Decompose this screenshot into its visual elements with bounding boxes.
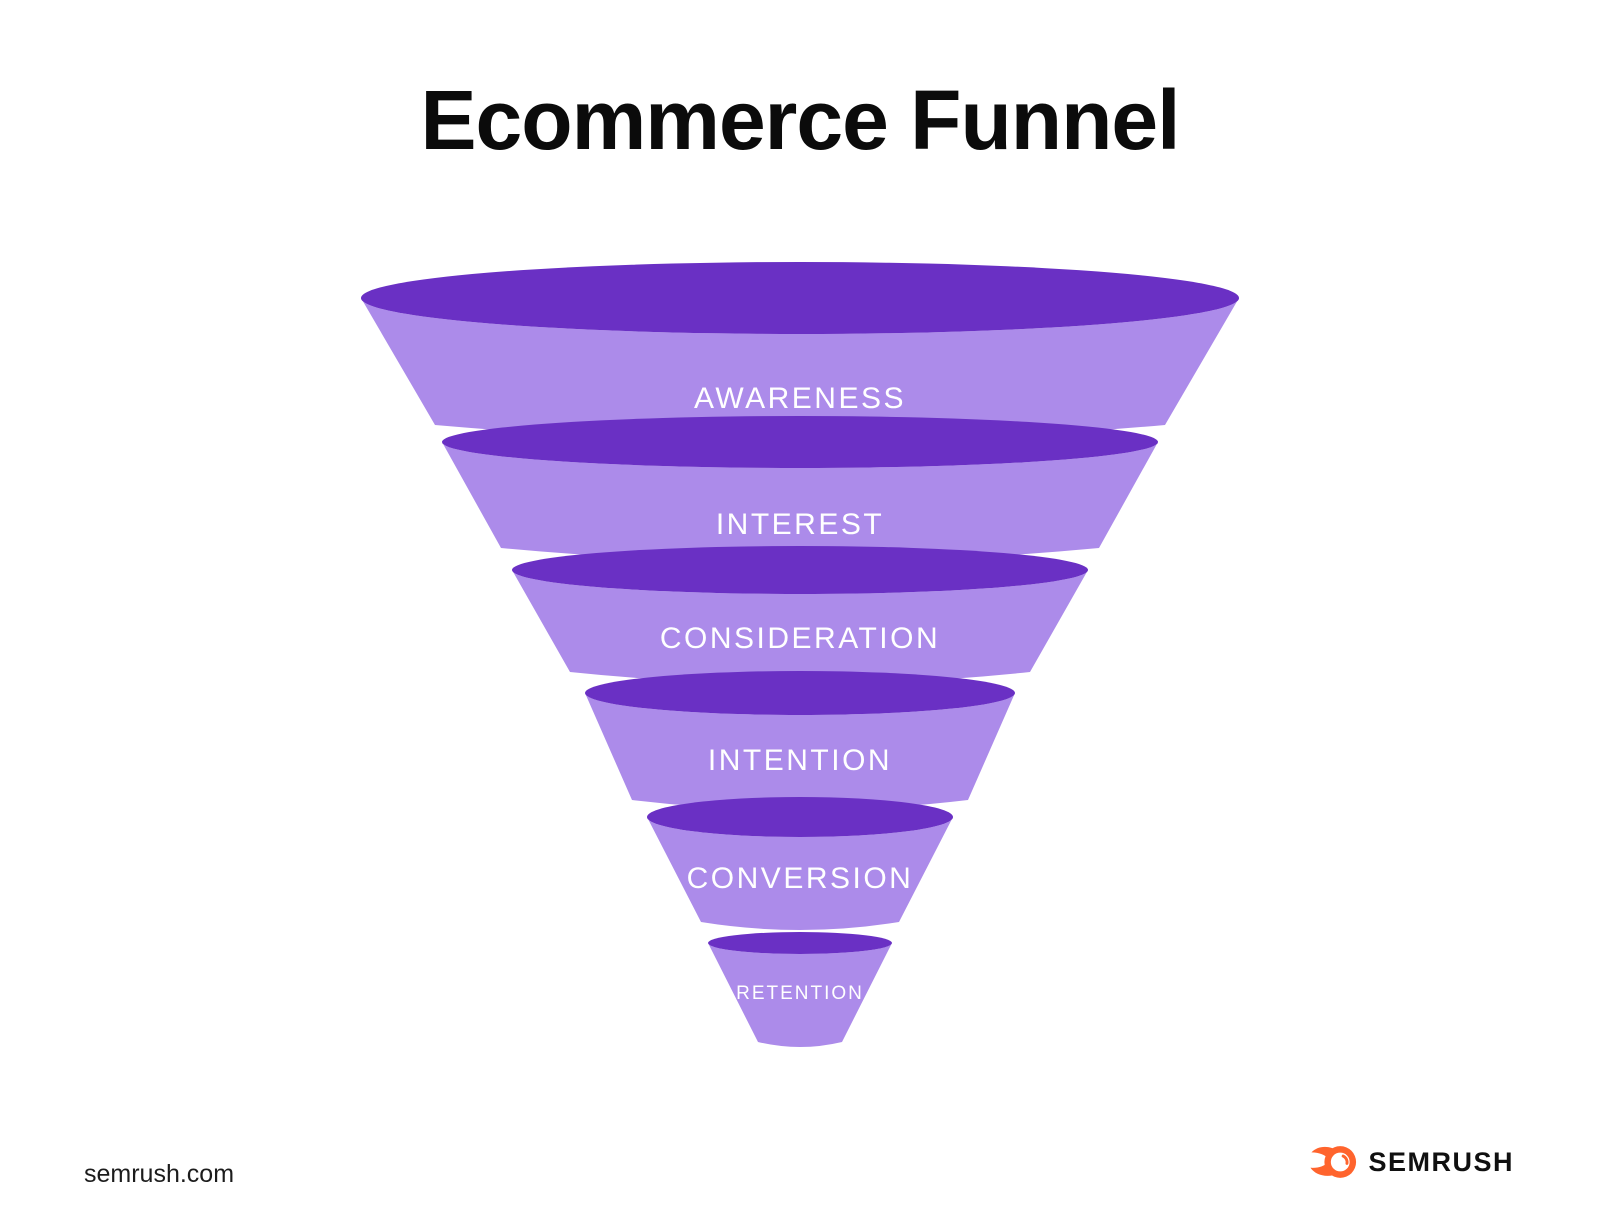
funnel-stage-awareness: AWARENESS	[361, 262, 1239, 441]
funnel-stage-awareness-body	[361, 298, 1239, 441]
funnel-stage-consideration: CONSIDERATION	[512, 546, 1088, 684]
funnel-stage-conversion-body	[647, 817, 953, 930]
funnel-stage-awareness-rim	[361, 262, 1239, 334]
funnel-stage-intention: INTENTION	[585, 671, 1015, 810]
funnel-stage-consideration-label: CONSIDERATION	[660, 622, 940, 655]
funnel-stage-intention-rim	[585, 671, 1015, 715]
funnel-stage-retention-label: RETENTION	[736, 983, 864, 1004]
funnel-stage-consideration-body	[512, 570, 1088, 684]
funnel-stage-awareness-label: AWARENESS	[694, 382, 906, 415]
funnel-stage-retention: RETENTION	[708, 932, 892, 1047]
semrush-flame-ball-icon	[1310, 1146, 1357, 1178]
semrush-logo: SEMRUSH	[1310, 1142, 1514, 1182]
funnel-stage-interest: INTEREST	[442, 416, 1158, 562]
funnel-stage-intention-label: INTENTION	[708, 744, 892, 777]
page-title: Ecommerce Funnel	[420, 73, 1181, 167]
funnel-stage-retention-rim	[708, 932, 892, 954]
funnel-stage-conversion-rim	[647, 797, 953, 837]
semrush-logo-text: SEMRUSH	[1368, 1146, 1514, 1177]
funnel-stage-consideration-rim	[512, 546, 1088, 594]
funnel-stage-retention-body	[708, 943, 892, 1047]
funnel-stage-interest-body	[442, 442, 1158, 562]
funnel-stage-interest-label: INTEREST	[716, 508, 884, 541]
funnel-stage-conversion: CONVERSION	[647, 797, 953, 930]
funnel-stage-conversion-label: CONVERSION	[687, 862, 914, 895]
funnel-stage-intention-body	[585, 693, 1015, 810]
source-url: semrush.com	[84, 1160, 235, 1188]
funnel-stage-interest-rim	[442, 416, 1158, 468]
